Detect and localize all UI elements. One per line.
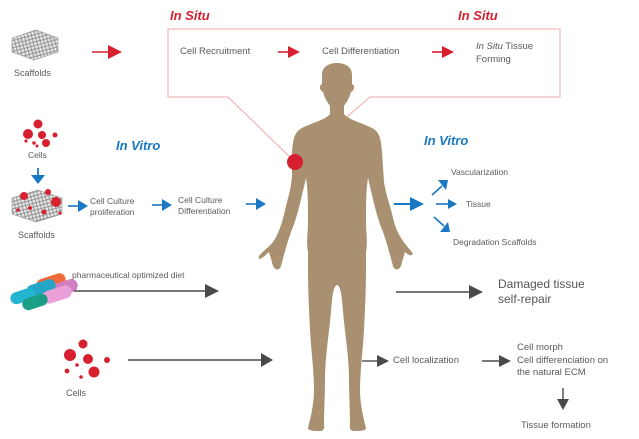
step-cell-differentiation: Cell Differentiation: [322, 46, 400, 57]
capsules-icon: [10, 273, 78, 311]
step1-line2: proliferation: [90, 207, 135, 217]
cells-label: Cells: [28, 150, 47, 160]
outcome-tissue: Tissue: [466, 199, 491, 209]
step-cell-culture-differentiation: Cell Culture Differentiation: [178, 195, 230, 217]
neutral-arrows: [74, 284, 569, 410]
step2-line1: Cell Culture: [178, 195, 223, 205]
in-situ-arrows: [92, 45, 454, 59]
result-line2: self-repair: [498, 292, 552, 306]
in-vitro-heading-left: In Vitro: [116, 138, 161, 153]
in-situ-heading-left: In Situ: [170, 8, 210, 23]
cells-label-bottom: Cells: [66, 388, 87, 398]
scaffold-lattice-icon: [11, 29, 59, 61]
step1-line1: Cell Culture: [90, 196, 135, 206]
in-vitro-arrows: [68, 180, 457, 232]
step-in-situ-tissue-forming: In Situ Tissue Forming: [476, 41, 533, 66]
human-body-silhouette: [258, 63, 413, 431]
in-vitro-heading-right: In Vitro: [424, 133, 469, 148]
red-cells-icon: [23, 119, 58, 148]
outcome-degradation-scaffolds: Degradation Scaffolds: [453, 237, 537, 247]
morph-line1: Cell morph: [517, 342, 563, 353]
in-situ-heading-right: In Situ: [458, 8, 498, 23]
tissue-word: Tissue: [502, 41, 534, 52]
step2-line2: Differentiation: [178, 206, 231, 216]
outcome-vascularization: Vascularization: [451, 167, 509, 177]
pharmaceutical-diet-label: pharmaceutical optimized diet: [72, 270, 185, 280]
damaged-tissue-self-repair: Damaged tissue self-repair: [498, 277, 585, 307]
injury-site-marker: [287, 154, 303, 170]
scaffolds-label: Scaffolds: [14, 68, 51, 78]
seeded-scaffolds-label: Scaffolds: [18, 230, 55, 240]
forming-word: Forming: [476, 53, 511, 65]
step-cell-recruitment: Cell Recruitment: [180, 46, 251, 57]
morph-line2: Cell differenciation on: [517, 354, 609, 366]
step-cell-morph-differenciation: Cell morph Cell differenciation on the n…: [517, 342, 608, 380]
callout-line-left: [227, 96, 294, 161]
in-situ-italic: In Situ: [476, 41, 503, 52]
step-cell-localization: Cell localization: [393, 355, 460, 366]
cells-to-scaffold-arrow: [31, 168, 45, 184]
step-cell-culture-proliferation: Cell Culture proliferation: [90, 196, 134, 218]
seeded-scaffold-icon: [11, 189, 63, 223]
result-line1: Damaged tissue: [498, 277, 585, 291]
morph-line3: the natural ECM: [517, 367, 586, 378]
red-cells-icon-bottom: [64, 339, 110, 379]
tissue-formation-label: Tissue formation: [521, 420, 591, 431]
